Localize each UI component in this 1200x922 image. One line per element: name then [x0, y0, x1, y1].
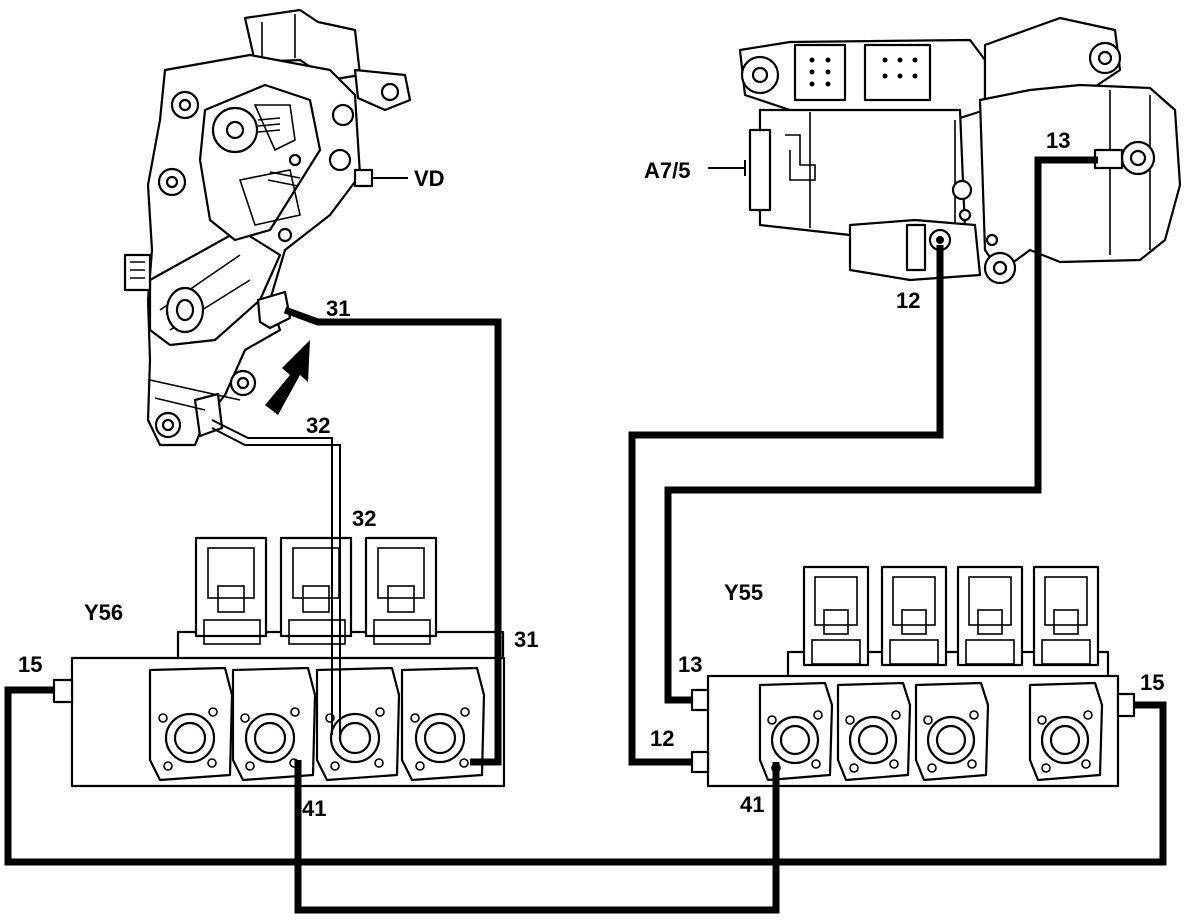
line-13	[664, 156, 1098, 704]
hydraulic-lines	[4, 156, 1167, 914]
label-line-41-right: 41	[740, 792, 764, 817]
label-line-15-left: 15	[18, 652, 42, 677]
label-line-31-right: 31	[514, 627, 538, 652]
label-line-31-top: 31	[326, 296, 350, 321]
label-line-12-top: 12	[896, 288, 920, 313]
line-15	[4, 686, 1167, 866]
label-a7-5: A7/5	[644, 158, 690, 183]
label-vd: VD	[414, 166, 445, 191]
label-y55: Y55	[724, 580, 763, 605]
label-y56: Y56	[84, 600, 123, 625]
direction-arrow-icon	[265, 340, 310, 415]
label-line-12-left: 12	[650, 726, 674, 751]
label-line-41-left: 41	[302, 796, 326, 821]
label-line-32-mid: 32	[352, 506, 376, 531]
label-line-13-left: 13	[678, 652, 702, 677]
pedal-valve-assembly	[123, 8, 412, 447]
line-41	[294, 760, 780, 914]
label-line-13-top: 13	[1046, 128, 1070, 153]
a7-5-leader-line	[708, 160, 746, 176]
y55-valve-block	[690, 565, 1136, 788]
y56-valve-block	[52, 536, 506, 788]
a7-5-actuator-assembly	[708, 16, 1182, 285]
line-12	[628, 245, 944, 766]
label-line-15-right: 15	[1140, 670, 1164, 695]
line-31	[283, 306, 502, 766]
line-32	[211, 419, 333, 735]
label-line-32-top: 32	[306, 413, 330, 438]
